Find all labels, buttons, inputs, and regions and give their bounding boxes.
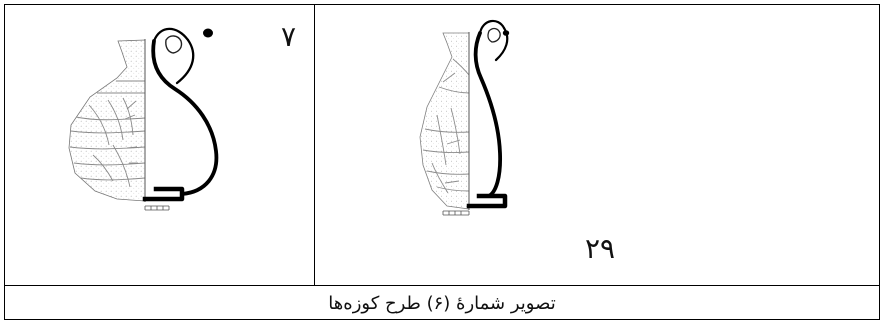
figure-table: ٧ — [4, 4, 880, 320]
jug-drawing-1 — [68, 27, 219, 211]
figure-cell-1: ٧ — [5, 5, 315, 285]
caption-cell: تصویر شمارهٔ (۶) طرح کوزه‌ها — [5, 285, 879, 319]
figure-cell-2: ٢٩ — [315, 5, 879, 285]
figure-number-7: ٧ — [280, 20, 296, 53]
figure-number-29: ٢٩ — [585, 232, 616, 265]
figure-caption: تصویر شمارهٔ (۶) طرح کوزه‌ها — [328, 292, 556, 314]
jug-drawing-2 — [419, 19, 510, 216]
